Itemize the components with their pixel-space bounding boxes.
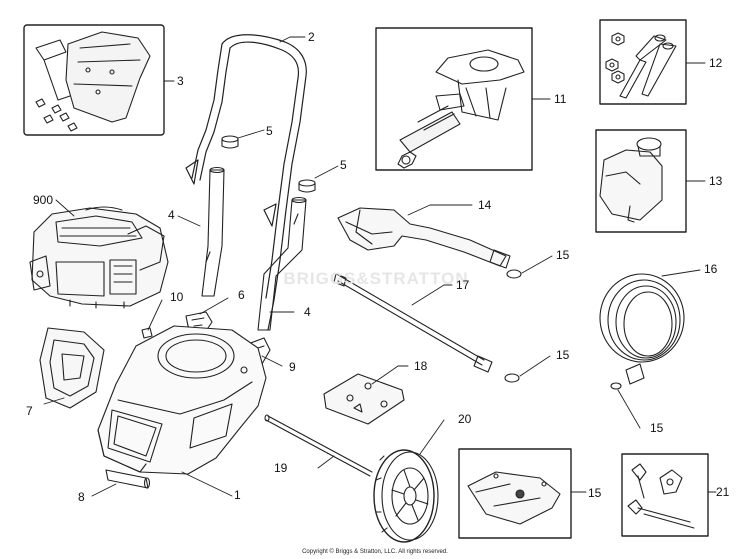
- leader-lines: [43, 36, 717, 497]
- callout-10: 10: [170, 290, 184, 304]
- part-4-tube-upper-drawing: [201, 166, 225, 297]
- callout-11: 11: [554, 92, 567, 106]
- part-19-axle-drawing: [264, 414, 373, 477]
- part-16-hose-drawing: [599, 273, 685, 385]
- part-18-bracket-drawing: [323, 373, 405, 425]
- part-17-lance-drawing: [333, 273, 493, 373]
- part-15-bracket-box-drawing: [467, 471, 561, 525]
- box-part-11: [375, 27, 533, 171]
- part-8-grip-drawing: [105, 469, 151, 489]
- callout-1: 1: [234, 488, 241, 502]
- box-part-21: [621, 453, 709, 537]
- callout-4-lower: 4: [304, 305, 311, 319]
- callout-12: 12: [709, 56, 723, 70]
- part-7-plate-drawing: [39, 327, 105, 409]
- callout-13: 13: [709, 174, 723, 188]
- part-4-tube-lower-drawing: [257, 196, 307, 331]
- part-10-drawing: [141, 327, 153, 339]
- part-20-wheel-drawing: [373, 449, 439, 543]
- callout-18: 18: [414, 359, 428, 373]
- callout-17: 17: [456, 278, 470, 292]
- part-15-ring-lower: [610, 382, 622, 390]
- callout-15-box: 15: [588, 486, 602, 500]
- part-15-ring-upper: [506, 269, 522, 279]
- box-part-15-bracket: [458, 448, 572, 539]
- copyright-notice: Copyright © Briggs & Stratton, LLC. All …: [302, 549, 448, 555]
- callout-19: 19: [274, 461, 288, 475]
- callout-7: 7: [26, 404, 33, 418]
- part-12-bolts-drawing: [605, 32, 677, 99]
- callout-8: 8: [78, 490, 85, 504]
- part-13-bottle-drawing: [599, 137, 663, 223]
- callout-900: 900: [33, 193, 54, 207]
- callout-6: 6: [238, 288, 245, 302]
- callout-15-lower: 15: [650, 421, 664, 435]
- part-15-ring-middle: [504, 373, 520, 383]
- part-21-knobs-drawing: [627, 463, 695, 529]
- callout-5-lower: 5: [340, 158, 347, 172]
- callout-15-middle: 15: [556, 348, 570, 362]
- callout-5-upper: 5: [266, 124, 273, 138]
- part-3-bracket-drawing: [35, 31, 151, 132]
- part-1-base-frame-drawing: [97, 325, 267, 475]
- part-5-cap-lower-drawing: [298, 179, 316, 193]
- callout-2: 2: [308, 30, 315, 44]
- callout-4-upper: 4: [168, 208, 175, 222]
- part-5-cap-upper-drawing: [221, 135, 239, 149]
- box-part-12: [599, 19, 687, 105]
- callout-20: 20: [458, 412, 472, 426]
- part-2-handle-drawing: [185, 34, 307, 331]
- callout-16: 16: [704, 262, 718, 276]
- part-14-gun-drawing: [337, 207, 511, 269]
- callout-14: 14: [478, 198, 492, 212]
- callout-3: 3: [177, 74, 184, 88]
- box-part-3: [23, 24, 165, 136]
- callout-21: 21: [716, 485, 730, 499]
- callout-15-upper: 15: [556, 248, 570, 262]
- callout-9: 9: [289, 360, 296, 374]
- part-900-engine-drawing: [29, 206, 169, 309]
- part-11-pump-drawing: [397, 49, 525, 169]
